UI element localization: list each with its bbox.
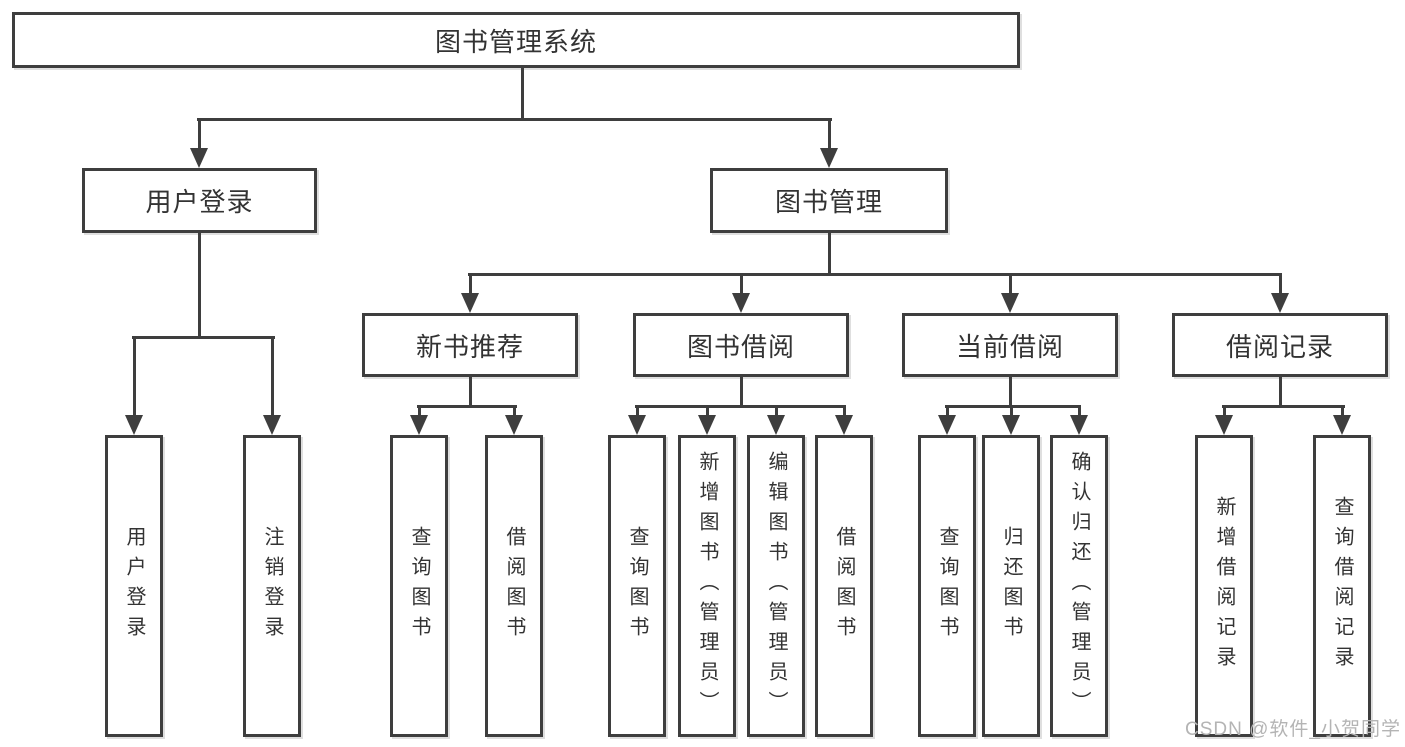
- connector-line: [469, 275, 472, 295]
- connector-line: [513, 407, 516, 417]
- csdn-watermark: CSDN @软件_小贺同学: [1185, 719, 1401, 740]
- connector-line: [468, 273, 1282, 276]
- arrowhead-down-icon: [190, 148, 208, 168]
- arrowhead-down-icon: [698, 415, 716, 435]
- connector-line: [945, 405, 1081, 408]
- node-leaf-nb-borrow-books: 借阅图书: [485, 435, 543, 737]
- connector-line: [1341, 407, 1344, 417]
- connector-line: [740, 376, 743, 407]
- connector-line: [417, 405, 517, 408]
- connector-line: [418, 407, 421, 417]
- connector-line: [198, 120, 201, 151]
- node-leaf-logout: 注销登录: [243, 435, 301, 737]
- connector-line: [706, 407, 709, 417]
- node-leaf-nb-query-books: 查询图书: [390, 435, 448, 737]
- node-book-borrow-label: 图书借阅: [686, 331, 795, 362]
- arrowhead-down-icon: [1271, 293, 1289, 313]
- node-leaf-bb-edit-books-admin: 编辑图书（管理员）: [747, 435, 805, 737]
- connector-line: [828, 232, 831, 275]
- arrowhead-down-icon: [461, 293, 479, 313]
- arrowhead-down-icon: [1002, 415, 1020, 435]
- arrowhead-down-icon: [410, 415, 428, 435]
- connector-line: [1279, 275, 1282, 295]
- node-leaf-br-add-record: 新增借阅记录: [1195, 435, 1253, 737]
- node-current-borrow-label: 当前借阅: [955, 331, 1064, 362]
- node-borrow-records: 借阅记录: [1172, 313, 1388, 377]
- arrowhead-down-icon: [938, 415, 956, 435]
- arrowhead-down-icon: [505, 415, 523, 435]
- node-book-management: 图书管理: [710, 168, 948, 233]
- node-current-borrow: 当前借阅: [902, 313, 1118, 377]
- connector-line: [1009, 275, 1012, 295]
- node-leaf-br-add-record-label: 新增借阅记录: [1213, 496, 1235, 676]
- arrowhead-down-icon: [1001, 293, 1019, 313]
- connector-line: [828, 120, 831, 151]
- node-leaf-br-query-record-label: 查询借阅记录: [1331, 496, 1353, 676]
- connector-line: [133, 338, 136, 417]
- node-new-book-recommend-label: 新书推荐: [415, 331, 524, 362]
- arrowhead-down-icon: [767, 415, 785, 435]
- arrowhead-down-icon: [732, 293, 750, 313]
- arrowhead-down-icon: [628, 415, 646, 435]
- connector-line: [197, 118, 832, 121]
- arrowhead-down-icon: [835, 415, 853, 435]
- node-book-management-label: 图书管理: [774, 187, 883, 217]
- node-leaf-bb-add-books-admin: 新增图书（管理员）: [678, 435, 736, 737]
- connector-line: [198, 232, 201, 338]
- node-leaf-br-query-record: 查询借阅记录: [1313, 435, 1371, 737]
- node-leaf-bb-borrow-books: 借阅图书: [815, 435, 873, 737]
- connector-line: [1010, 407, 1013, 417]
- node-leaf-nb-query-books-label: 查询图书: [408, 526, 430, 646]
- node-leaf-bb-query-books-label: 查询图书: [626, 526, 648, 646]
- connector-line: [843, 407, 846, 417]
- connector-line: [271, 338, 274, 417]
- node-leaf-bb-query-books: 查询图书: [608, 435, 666, 737]
- connector-line: [1222, 405, 1345, 408]
- node-leaf-bb-edit-books-admin-label: 编辑图书（管理员）: [765, 451, 787, 721]
- node-leaf-cb-return-books-label: 归还图书: [1000, 526, 1022, 646]
- node-root: 图书管理系统: [12, 12, 1020, 68]
- connector-line: [636, 407, 639, 417]
- connector-line: [469, 376, 472, 407]
- connector-line: [521, 67, 524, 121]
- node-leaf-cb-query-books: 查询图书: [918, 435, 976, 737]
- node-book-borrow: 图书借阅: [633, 313, 849, 377]
- connector-line: [1223, 407, 1226, 417]
- connector-line: [740, 275, 743, 295]
- node-leaf-bb-borrow-books-label: 借阅图书: [833, 526, 855, 646]
- node-borrow-records-label: 借阅记录: [1225, 331, 1334, 362]
- node-leaf-bb-add-books-admin-label: 新增图书（管理员）: [696, 451, 718, 721]
- arrowhead-down-icon: [1070, 415, 1088, 435]
- node-leaf-cb-confirm-return-admin: 确认归还（管理员）: [1050, 435, 1108, 737]
- connector-line: [635, 405, 846, 408]
- node-leaf-nb-borrow-books-label: 借阅图书: [503, 526, 525, 646]
- connector-line: [775, 407, 778, 417]
- node-user-login-label: 用户登录: [145, 187, 254, 217]
- node-leaf-cb-confirm-return-admin-label: 确认归还（管理员）: [1068, 451, 1090, 721]
- node-root-label: 图书管理系统: [434, 26, 597, 57]
- connector-line: [132, 336, 275, 339]
- node-leaf-logout-label: 注销登录: [261, 526, 283, 646]
- node-user-login: 用户登录: [82, 168, 317, 233]
- node-new-book-recommend: 新书推荐: [362, 313, 578, 377]
- node-leaf-cb-return-books: 归还图书: [982, 435, 1040, 737]
- node-leaf-cb-query-books-label: 查询图书: [936, 526, 958, 646]
- arrowhead-down-icon: [125, 415, 143, 435]
- arrowhead-down-icon: [820, 148, 838, 168]
- connector-line: [1078, 407, 1081, 417]
- arrowhead-down-icon: [263, 415, 281, 435]
- node-leaf-user-login-label: 用户登录: [123, 526, 145, 646]
- connector-line: [1279, 376, 1282, 407]
- node-leaf-user-login: 用户登录: [105, 435, 163, 737]
- arrowhead-down-icon: [1333, 415, 1351, 435]
- arrowhead-down-icon: [1215, 415, 1233, 435]
- connector-line: [946, 407, 949, 417]
- connector-line: [1009, 376, 1012, 407]
